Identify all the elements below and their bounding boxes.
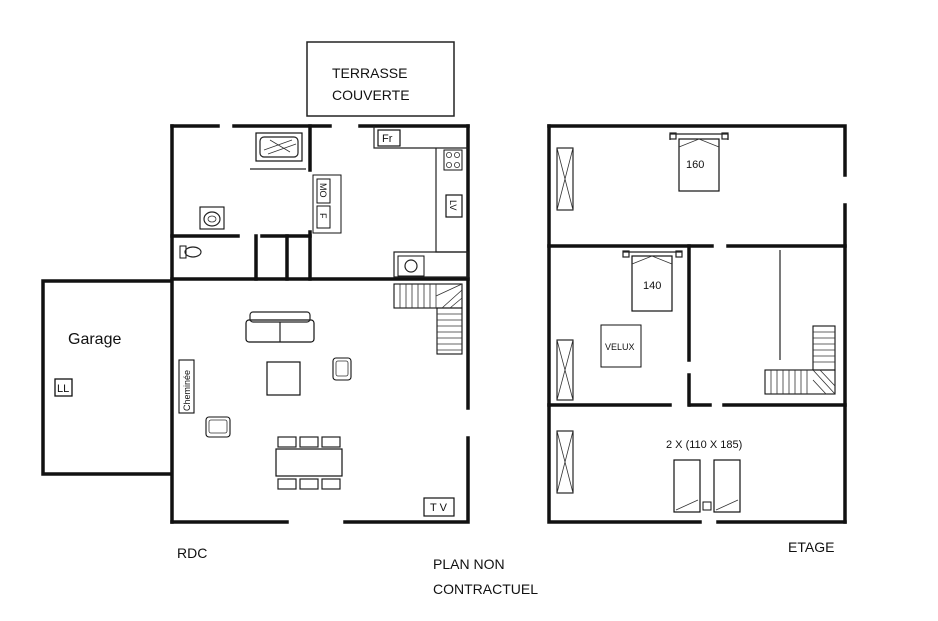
window-1 <box>556 147 574 211</box>
terrace-label-2: COUVERTE <box>332 87 410 103</box>
terrace-box <box>306 41 455 117</box>
ground-floor-caption: RDC <box>177 545 207 561</box>
velux-label: VELUX <box>605 342 635 352</box>
disclaimer-line-2: CONTRACTUEL <box>433 581 538 597</box>
bed-160 <box>669 132 729 192</box>
fireplace-label: Cheminée <box>182 370 192 411</box>
bathtub-icon <box>250 132 306 170</box>
fireplace <box>178 359 195 414</box>
armchair-icon-2 <box>205 416 231 438</box>
bed-140 <box>622 250 683 312</box>
oven-label: F <box>318 213 328 219</box>
fridge-icon <box>377 129 401 147</box>
bed-140-label: 140 <box>643 280 661 292</box>
oven-column <box>312 174 342 234</box>
bed-160-label: 160 <box>686 159 704 171</box>
dishwasher-label: LV <box>448 200 458 210</box>
microwave-label: MO <box>318 183 328 198</box>
toilet-icon <box>179 245 202 259</box>
staircase-ground <box>393 283 463 355</box>
garage-label: Garage <box>68 331 121 348</box>
window-3 <box>556 430 574 494</box>
fridge-label: Fr <box>382 133 393 145</box>
terrace-label-1: TERRASSE <box>332 65 407 81</box>
laundry-icon <box>54 378 73 397</box>
twin-beds-label: 2 X (110 X 185) <box>666 439 742 451</box>
twin-bed-2 <box>713 459 741 513</box>
dining-table <box>275 436 343 490</box>
tv-label: T V <box>430 502 448 514</box>
laundry-label: LL <box>57 383 69 395</box>
upper-floor: 160 140 VELUX <box>547 124 847 524</box>
disclaimer-line-1: PLAN NON <box>433 556 505 572</box>
nightstand <box>702 501 712 511</box>
microwave-icon <box>316 178 331 204</box>
washbasin-icon <box>199 206 225 230</box>
tv-icon <box>423 497 455 517</box>
window-2 <box>556 339 574 401</box>
garage: Garage LL <box>41 279 172 476</box>
velux-window <box>600 324 642 368</box>
upper-floor-caption: ETAGE <box>788 539 834 555</box>
coffee-table <box>266 361 301 396</box>
twin-bed-1 <box>673 459 701 513</box>
staircase-upper <box>764 250 836 395</box>
washing-machine-icon <box>397 255 425 277</box>
ground-floor: Fr LV MO F <box>170 124 470 524</box>
dishwasher-icon <box>445 194 463 218</box>
sofa-icon <box>245 311 315 343</box>
cooktop-icon <box>443 149 463 171</box>
oven-icon <box>316 205 331 229</box>
armchair-icon <box>332 357 352 381</box>
